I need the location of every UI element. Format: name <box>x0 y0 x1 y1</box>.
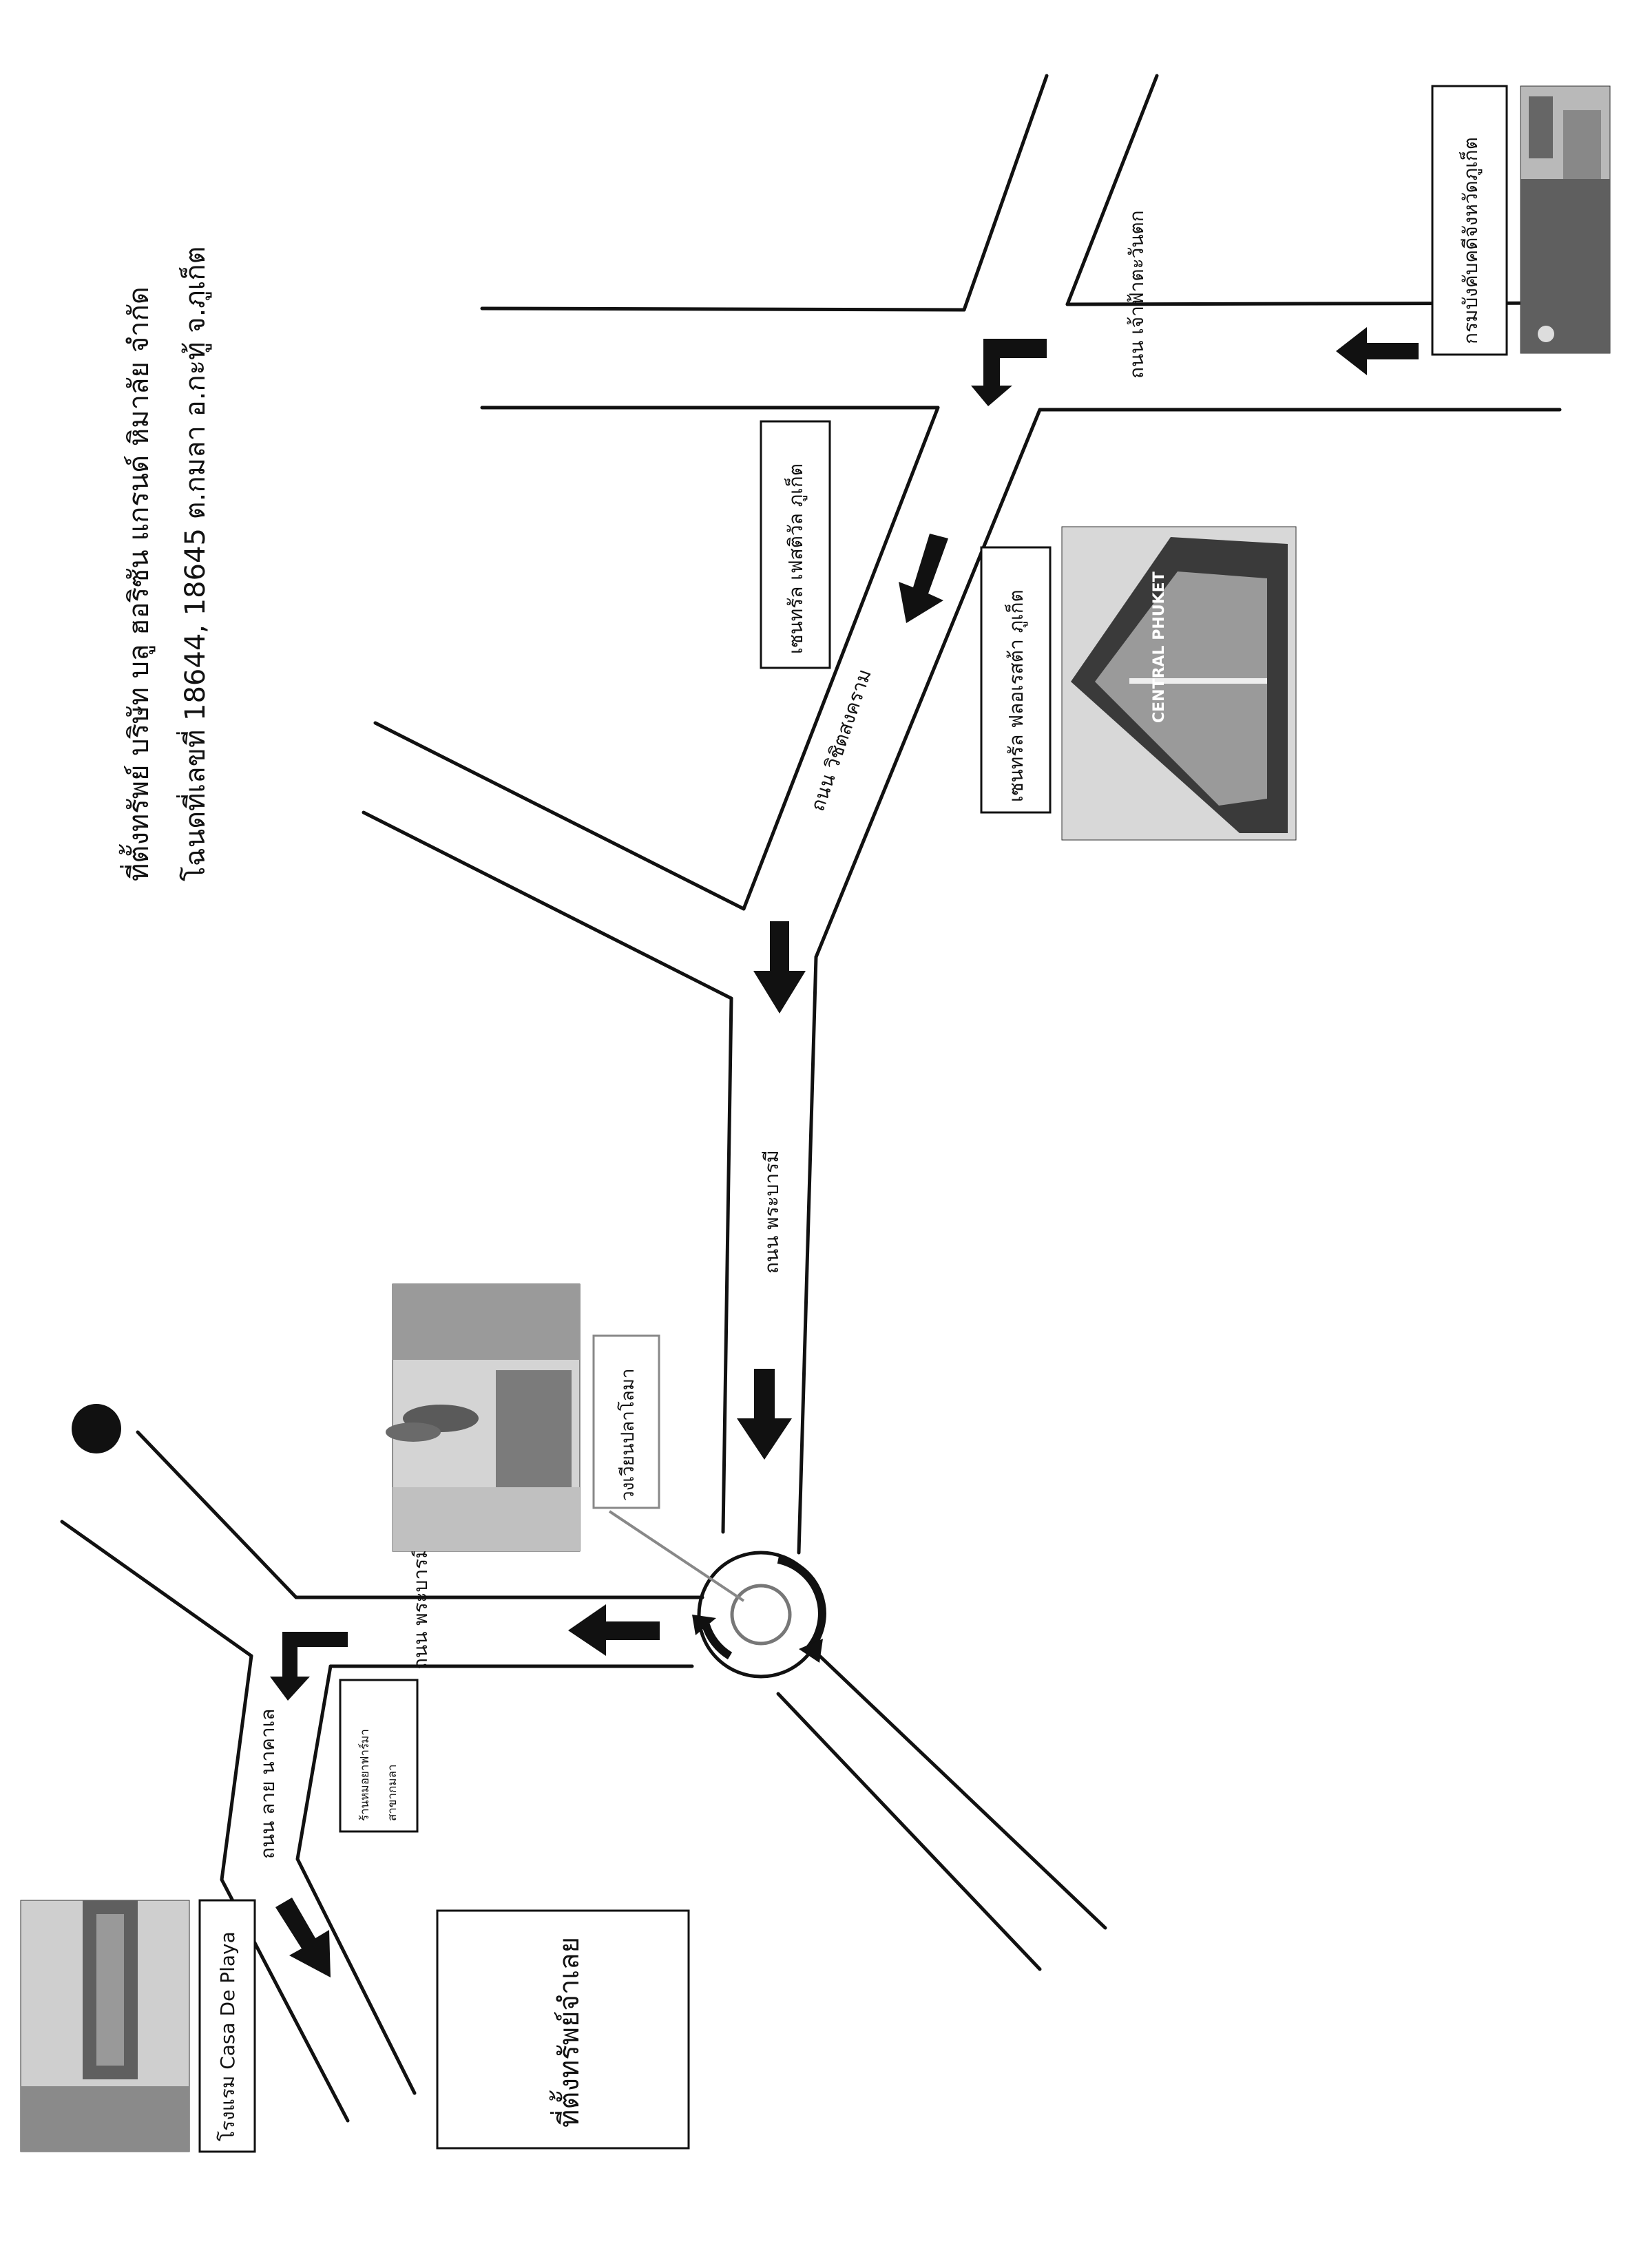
floresta-box <box>980 546 1052 814</box>
dolphin-photo <box>386 1283 581 1552</box>
festival-label: เซนทรัล เฟสติวัล ภูเก็ต <box>784 463 808 654</box>
land-dept-box <box>1431 85 1508 356</box>
road-label-phrabarami-1: ถนน พระบารมี <box>760 1150 783 1274</box>
pharmacy-label-line1: ร้านหมอยาฟาร์มา <box>358 1729 372 1821</box>
southeast-road-upper <box>814 1650 1107 1930</box>
arrow-wichit-2 <box>753 921 806 1014</box>
phrabarami-road-east-edge <box>797 955 818 1555</box>
arrow-turn-at-junction <box>971 339 1047 406</box>
direction-arrows <box>270 327 1419 1977</box>
hotel-label: โรงแรม Casa De Playa <box>216 1931 239 2141</box>
wichit-road-east-edge <box>814 408 1042 959</box>
festival-marker: เซนทรัล เฟสติวัล ภูเก็ต <box>760 420 831 669</box>
floresta-marker: เซนทรัล ฟลอเรสต้า ภูเก็ต CENTRAL PHUKET <box>980 526 1297 841</box>
roundabout-arrow-east <box>777 1555 826 1652</box>
roundabout-island <box>730 1584 792 1646</box>
land-dept-marker: กรมบังคับคดีจังหวัดภูเก็ต <box>1431 85 1611 356</box>
property-box <box>436 1909 690 2150</box>
location-marker <box>72 1404 121 1453</box>
roundabout-label: วงเวียนปลาโลมา <box>617 1369 638 1501</box>
pharmacy-label-line2: สาขากมลา <box>386 1764 399 1821</box>
arrow-from-land-dept <box>1336 327 1419 375</box>
property-marker: ที่ตั้งทรัพย์จำเลย <box>436 1909 690 2150</box>
roundabout-arrow-west <box>702 1624 733 1660</box>
floresta-label: เซนทรัล ฟลอเรสต้า ภูเก็ต <box>1004 589 1028 802</box>
arrow-wichit-1 <box>899 534 948 623</box>
property-label: ที่ตั้งทรัพย์จำเลย <box>549 1937 585 2128</box>
roundabout-pointer <box>608 1510 745 1602</box>
roundabout-arrowhead-east <box>799 1639 823 1663</box>
road-label-nakhale: ถนน ลาย นาคาเล <box>256 1709 279 1859</box>
land-dept-photo <box>1520 85 1611 354</box>
header-line2: โฉนดที่เลขที่ 18644, 18645 ต.กมลา อ.กะทู… <box>176 246 211 881</box>
road-network <box>60 74 1579 2123</box>
side-road-upper <box>373 721 746 911</box>
chaofa-road-south-edge <box>480 406 1562 412</box>
north-road-west-edge <box>962 74 1049 312</box>
nakhale-road-east-edge <box>295 1664 417 2095</box>
side-road-lower <box>362 810 733 1000</box>
hotel-box <box>198 1899 256 2153</box>
arrow-phrabarami-west <box>568 1604 660 1656</box>
road-label-phrabarami-2: ถนน พระบารมี <box>409 1546 432 1670</box>
pharmacy-box <box>339 1679 419 1833</box>
floresta-photo: CENTRAL PHUKET <box>1061 526 1297 841</box>
nakhale-road-west-edge <box>220 1654 350 2123</box>
pharmacy-marker: ร้านหมอยาฟาร์มา สาขากมลา <box>339 1679 419 1833</box>
arrow-nakhale-down <box>275 1898 331 1977</box>
hotel-marker: โรงแรม Casa De Playa <box>20 1899 256 2153</box>
road-label-chaofa: ถนน เจ้าฟ้าตะวันตก <box>1125 210 1148 379</box>
hotel-photo <box>20 1900 190 2152</box>
header-line1: ที่ตั้งทรัพย์ บริษัท บลู ฮอริซัน แกรนด์ … <box>118 286 155 881</box>
roundabout-arrowhead-west <box>692 1615 716 1635</box>
north-road-east-edge <box>1065 74 1159 306</box>
festival-box <box>760 420 831 669</box>
southeast-road-lower <box>776 1692 1042 1971</box>
wichit-road-west-edge <box>742 406 940 911</box>
dolphin-roundabout-marker: วงเวียนปลาโลมา <box>386 1283 745 1602</box>
northwest-road-lower <box>60 1520 253 1658</box>
northwest-road-upper <box>136 1430 298 1599</box>
chaofa-road-north-edge <box>480 301 1579 312</box>
arrow-turn-to-nakhale <box>270 1632 348 1701</box>
roundabout-box <box>592 1334 660 1509</box>
road-label-wichit: ถนน วิชิตสงคราม <box>806 666 875 815</box>
phrabarami-road-west-edge <box>721 996 733 1534</box>
header: ที่ตั้งทรัพย์ บริษัท บลู ฮอริซัน แกรนด์ … <box>118 246 211 881</box>
land-dept-label: กรมบังคับคดีจังหวัดภูเก็ต <box>1459 137 1483 344</box>
arrow-phrabarami-down <box>737 1369 792 1460</box>
central-phuket-sign: CENTRAL PHUKET <box>1151 571 1168 723</box>
